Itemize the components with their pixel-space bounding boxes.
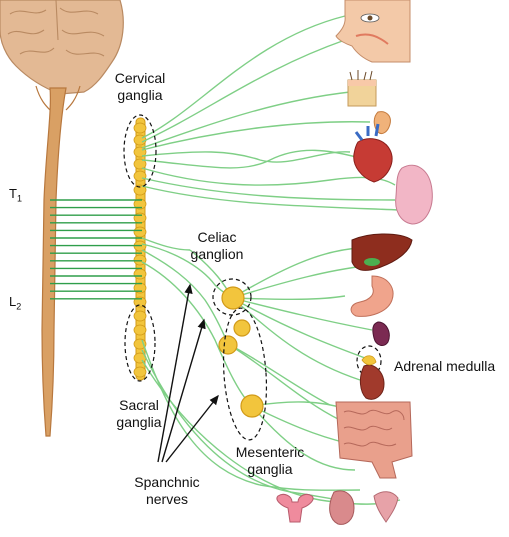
bladder: [330, 491, 354, 524]
sacral-label-line2: ganglia: [108, 414, 170, 431]
liver: [352, 234, 412, 270]
sacral-ganglia-label: Sacral ganglia: [108, 397, 170, 431]
spleen: [373, 322, 389, 345]
mesenteric-ganglion-lower: [241, 395, 263, 417]
mesenteric-label-line2: ganglia: [228, 461, 312, 478]
sympathetic-chain: [134, 118, 146, 380]
eye-and-nasal-cavity: [336, 0, 410, 62]
cervical-label-line2: ganglia: [108, 87, 172, 104]
mesenteric-ganglia-label: Mesenteric ganglia: [228, 444, 312, 478]
l2-subscript: 2: [16, 302, 21, 312]
mesenteric-ganglion-upper: [234, 320, 250, 336]
spinal-cord: [42, 88, 66, 436]
spanchnic-label-line2: nerves: [124, 491, 210, 508]
celiac-label-line2: ganglion: [178, 246, 256, 263]
cervical-label-line1: Cervical: [108, 70, 172, 87]
uterus: [277, 494, 313, 522]
adrenal-label: Adrenal medulla: [394, 358, 495, 374]
stomach: [351, 276, 393, 316]
t1-letter: T: [9, 186, 17, 201]
chain-ganglion: [134, 227, 146, 237]
celiac-ganglion: [222, 287, 244, 309]
brain: [0, 0, 123, 94]
mesenteric-label-line1: Mesenteric: [228, 444, 312, 461]
chain-ganglion: [134, 171, 146, 181]
chain-ganglion: [134, 367, 146, 377]
lung: [396, 165, 433, 224]
chain-ganglion: [134, 269, 146, 279]
spanchnic-nerves-label: Spanchnic nerves: [124, 474, 210, 508]
t1-segment-label: T1: [9, 186, 22, 204]
adrenal-medulla-label: Adrenal medulla: [394, 358, 495, 375]
external-genitalia: [374, 492, 398, 522]
t1-subscript: 1: [17, 194, 22, 204]
l2-segment-label: L2: [9, 294, 21, 312]
chain-ganglion: [134, 325, 146, 335]
chain-ganglion: [134, 311, 146, 321]
celiac-label-line1: Celiac: [178, 229, 256, 246]
mesenteric-ganglion-middle: [219, 336, 237, 354]
chain-ganglion: [134, 123, 146, 133]
cervical-ganglia-label: Cervical ganglia: [108, 70, 172, 104]
intestines: [336, 402, 412, 478]
sacral-label-line1: Sacral: [108, 397, 170, 414]
spinal-nerves: [50, 200, 142, 299]
brain-and-spinal-cord: [0, 0, 123, 436]
celiac-ganglion-label: Celiac ganglion: [178, 229, 256, 263]
skin-and-hair: [348, 70, 376, 106]
spanchnic-label-line1: Spanchnic: [124, 474, 210, 491]
heart: [354, 124, 392, 182]
